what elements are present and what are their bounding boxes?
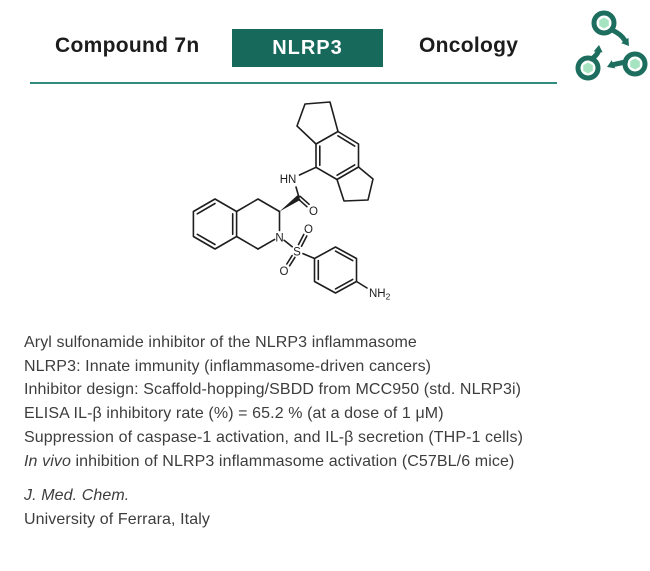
- description-line-1: Aryl sulfonamide inhibitor of the NLRP3 …: [24, 334, 417, 351]
- sulfonyl-group: [283, 233, 316, 267]
- chemical-structure: HN O N S O O NH2: [192, 101, 391, 302]
- description-line-6: In vivo inhibition of NLRP3 inflammasome…: [24, 450, 634, 474]
- amide-nh-label: HN: [280, 174, 297, 186]
- target-badge-label: NLRP3: [272, 36, 343, 59]
- thiq-benzene-ring: [192, 198, 238, 250]
- logo-hexagons: [583, 17, 640, 74]
- description-block: Aryl sulfonamide inhibitor of the NLRP3 …: [24, 331, 634, 473]
- indication-label: Oncology: [419, 34, 519, 57]
- target-badge: NLRP3: [232, 29, 383, 67]
- sulfur-label: S: [293, 247, 301, 259]
- logo-arrowheads: [593, 37, 629, 69]
- company-logo-icon: [575, 10, 648, 81]
- thiq-heterocycle: [235, 198, 281, 250]
- amide-group: [295, 166, 317, 208]
- ring-nitrogen-label: N: [275, 233, 283, 245]
- carbonyl-oxygen-label: O: [309, 206, 318, 218]
- hexahydroindacene-rings: [296, 101, 374, 202]
- sulfonyl-oxygen-bottom-label: O: [280, 266, 289, 278]
- sulfonyl-oxygen-top-label: O: [304, 224, 313, 236]
- wedge-bond: [279, 195, 301, 212]
- aminophenyl-ring: [313, 246, 368, 294]
- in-vivo-italic: In vivo: [24, 452, 71, 470]
- amine-label: NH2: [369, 288, 391, 302]
- header-divider: [30, 82, 557, 84]
- description-line-4: ELISA IL-β inhibitory rate (%) = 65.2 % …: [24, 405, 444, 423]
- description-line-2: NLRP3: Innate immunity (inflammasome-dri…: [24, 357, 432, 375]
- in-vivo-rest: inhibition of NLRP3 inflammasome activat…: [70, 452, 515, 470]
- affiliation: University of Ferrara, Italy: [24, 510, 210, 528]
- journal-name: J. Med. Chem.: [24, 487, 130, 504]
- reference-block: J. Med. Chem. University of Ferrara, Ita…: [24, 484, 634, 531]
- logo-loops: [575, 10, 648, 81]
- description-line-3: Inhibitor design: Scaffold-hopping/SBDD …: [24, 381, 522, 399]
- compound-name: Compound 7n: [55, 34, 200, 57]
- description-line-5: Suppression of caspase-1 activation, and…: [24, 428, 523, 446]
